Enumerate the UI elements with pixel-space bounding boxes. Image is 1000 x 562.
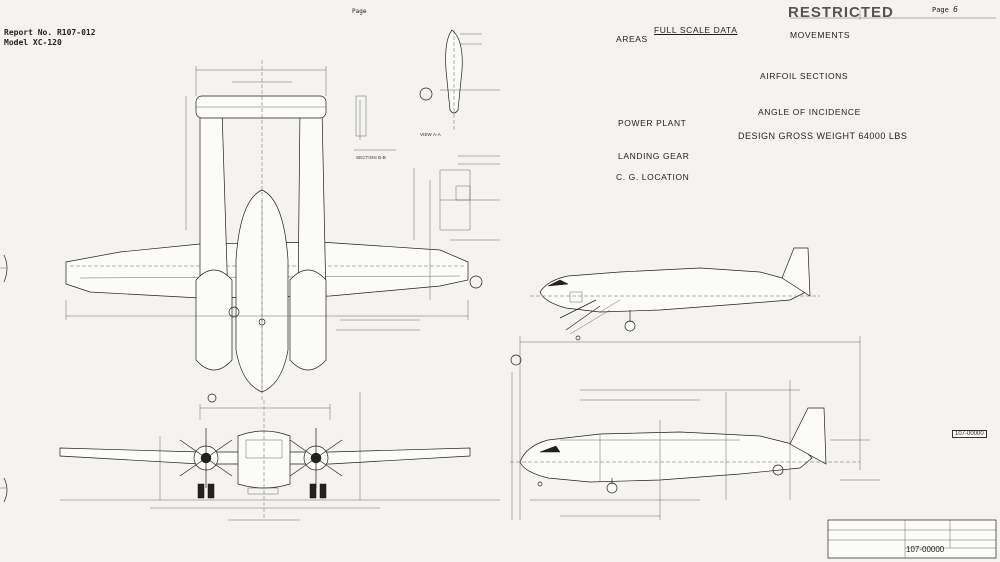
model-designation: Model XC-120	[4, 38, 62, 47]
section-label: SECTION B-B	[356, 155, 386, 160]
drawing-number: 107-00000	[906, 545, 945, 554]
page-number: 6	[953, 5, 958, 14]
design-gross-weight: DESIGN GROSS WEIGHT 64000 LBS	[738, 131, 908, 141]
areas-heading: AREAS	[616, 34, 648, 44]
side-view	[530, 247, 820, 341]
airfoil-sections-heading: AIRFOIL SECTIONS	[760, 71, 849, 81]
restricted-stamp: RESTRICTED	[788, 4, 894, 21]
power-plant-heading: POWER PLANT	[618, 118, 687, 128]
gear-detail	[413, 155, 500, 300]
fin-section-detail	[440, 29, 500, 130]
angle-of-incidence-heading: ANGLE OF INCIDENCE	[758, 107, 861, 117]
cg-location-heading: C. G. LOCATION	[616, 172, 690, 182]
front-view	[59, 392, 500, 521]
plan-view	[65, 60, 483, 400]
page-label: Page	[932, 6, 949, 14]
page-label-top: Page	[352, 8, 367, 15]
landing-gear-heading: LANDING GEAR	[618, 151, 690, 161]
movements-heading: MOVEMENTS	[790, 30, 851, 40]
side-view-dimensioned	[510, 336, 880, 520]
drawing-number-tag: 107-00000	[952, 430, 987, 438]
view-label: VIEW A-A	[420, 132, 441, 137]
page-label-right: Page 6	[932, 5, 958, 14]
title-block-frame	[827, 519, 997, 559]
report-number: Report No. R107-012	[4, 28, 96, 37]
full-scale-data-title: FULL SCALE DATA	[654, 25, 738, 35]
